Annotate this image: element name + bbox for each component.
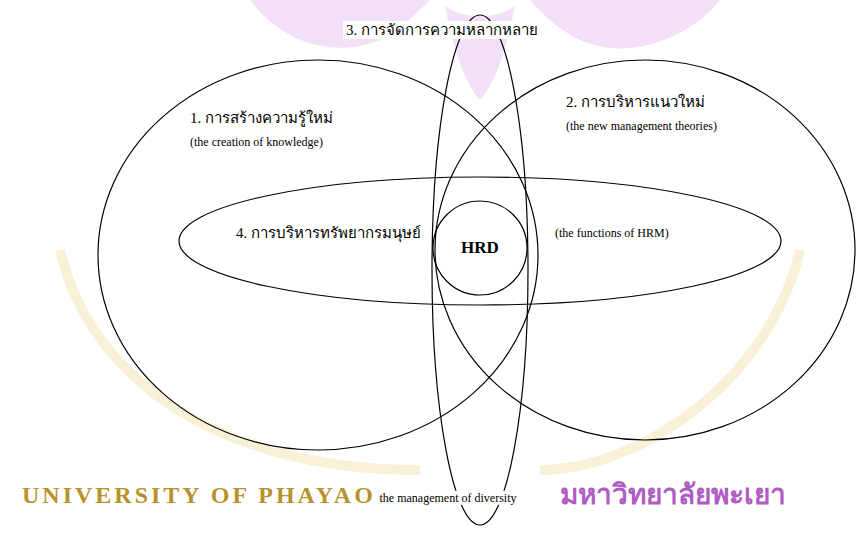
node-subtitle: the management of diversity	[377, 491, 520, 505]
node-subtitle: (the creation of knowledge)	[190, 135, 323, 149]
node-title: 3. การจัดการความหลากหลาย	[343, 21, 541, 39]
ellipse-node: 3. การจัดการความหลากหลายthe management o…	[430, 13, 530, 527]
core-circle: HRD	[431, 199, 529, 297]
node-subtitle: (the new management theories)	[566, 119, 717, 133]
watermark-text: มหาวิทยาลัยพะเยา	[560, 478, 786, 512]
ellipse-outline	[430, 13, 530, 527]
node-subtitle: (the functions of HRM)	[555, 226, 669, 240]
node-title: 4. การบริหารทรัพยากรมนุษย์	[236, 224, 421, 242]
node-title: 2. การบริหารแนวใหม่	[566, 93, 705, 111]
node-title: 1. การสร้างความรู้ใหม่	[190, 109, 333, 127]
node-title: HRD	[461, 238, 499, 258]
watermark-text: UNIVERSITY OF PHAYAO	[22, 481, 376, 510]
